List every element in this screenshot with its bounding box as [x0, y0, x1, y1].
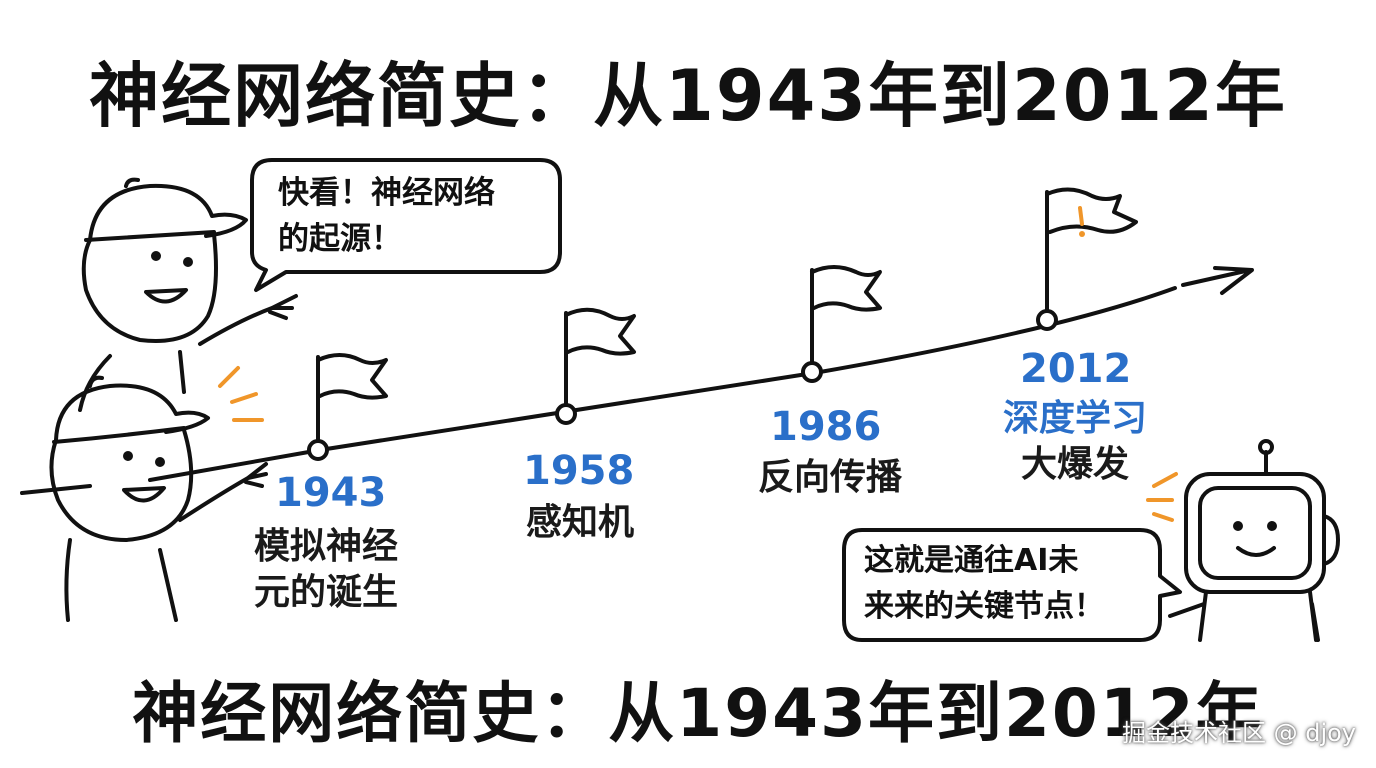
flag-icon-1943 — [307, 353, 388, 461]
milestone-year-1986: 1986 — [770, 404, 882, 450]
flag-icon-2012 — [1036, 187, 1138, 331]
kid-top-illustration — [78, 177, 298, 412]
milestone-1943-line-2: 元的诞生 — [253, 572, 398, 613]
milestone-year-2012: 2012 — [1020, 346, 1132, 392]
milestone-2012-line-1: 深度学习 — [1002, 398, 1147, 439]
robot-illustration — [1168, 439, 1340, 642]
milestone-event-1958: 感知机 — [500, 500, 660, 546]
milestone-event-1943: 模拟神经 元的诞生 — [236, 524, 416, 616]
page-title: 神经网络简史：从1943年到2012年 — [89, 55, 1287, 137]
flag-icon-1986 — [801, 265, 882, 383]
milestone-1958-line-1: 感知机 — [525, 502, 634, 543]
speech-robot-line-1: 这就是通往AI未 — [864, 543, 1079, 578]
milestone-year-1943: 1943 — [275, 470, 387, 516]
watermark: 掘金技术社区 @ djoy — [1121, 719, 1356, 747]
speech-bubble-kid — [250, 158, 562, 292]
milestone-1986-line-1: 反向传播 — [757, 457, 902, 498]
milestone-event-1986: 反向传播 — [740, 455, 920, 501]
speech-kid-line-2: 的起源！ — [278, 221, 402, 257]
speech-text-robot: 这就是通往AI未 来来的关键节点！ — [864, 538, 1104, 630]
milestone-year-1958: 1958 — [523, 448, 635, 494]
milestone-1943-line-1: 模拟神经 — [253, 526, 398, 567]
speech-robot-line-2: 来来的关键节点！ — [864, 589, 1104, 624]
page-title-bottom: 神经网络简史：从1943年到2012年 — [132, 675, 1264, 752]
milestone-2012-line-2: 大爆发 — [1020, 444, 1129, 485]
speech-bubble-robot — [842, 528, 1182, 642]
milestone-event-2012: 深度学习 大爆发 — [990, 396, 1160, 488]
flag-exclamation-dot — [1079, 231, 1085, 237]
speech-text-kid: 快看！神经网络 的起源！ — [278, 170, 495, 262]
speech-kid-line-1: 快看！神经网络 — [278, 175, 495, 211]
flag-icon-1958 — [555, 307, 636, 425]
accent-marks — [218, 206, 1178, 522]
kid-bottom-illustration — [49, 375, 268, 622]
timeline-arrow-head — [1181, 266, 1254, 295]
